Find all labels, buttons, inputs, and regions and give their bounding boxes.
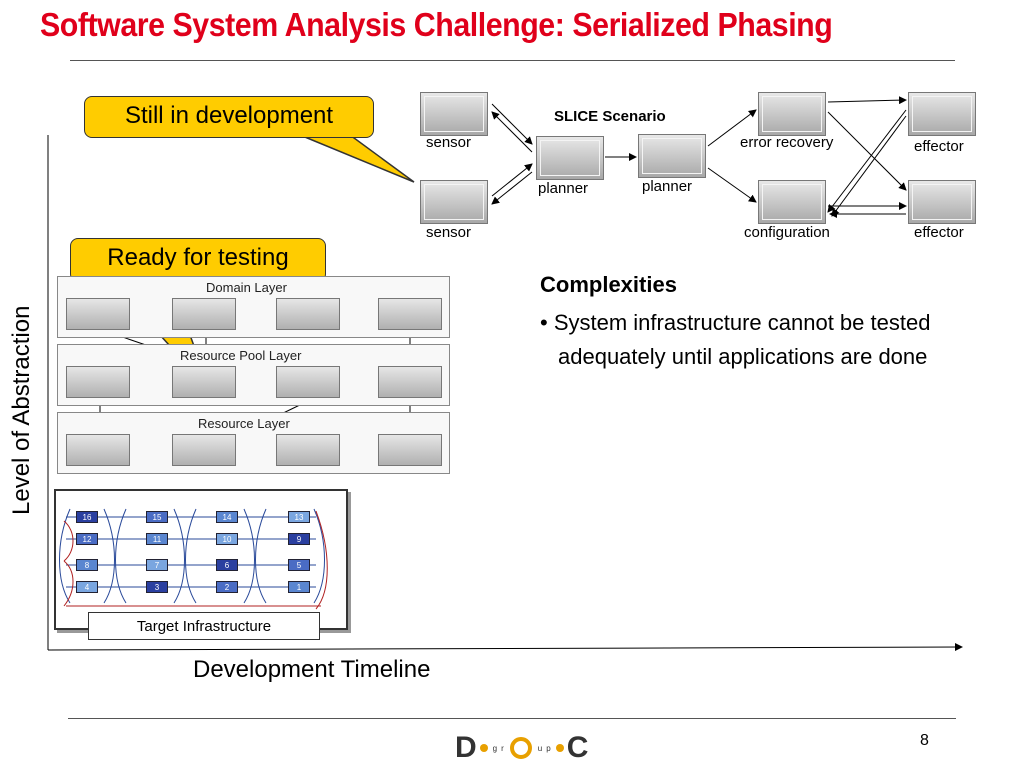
infrastructure-cell: 2 — [216, 581, 238, 593]
resource-layer-label: Resource Layer — [198, 416, 290, 431]
effector-top-node — [908, 92, 976, 136]
infrastructure-cell: 6 — [216, 559, 238, 571]
domain-layer-label: Domain Layer — [206, 280, 287, 295]
logo-letter-g: g — [492, 743, 498, 753]
infrastructure-cell: 3 — [146, 581, 168, 593]
complexities-section: Complexities • System infrastructure can… — [540, 272, 1010, 374]
y-axis-label: Level of Abstraction — [8, 305, 35, 515]
infrastructure-cell: 10 — [216, 533, 238, 545]
resource-pool-layer-label: Resource Pool Layer — [180, 348, 302, 363]
planner-1-node — [536, 136, 604, 180]
footer-rule — [68, 718, 956, 719]
page-number: 8 — [920, 732, 929, 749]
infrastructure-cell: 5 — [288, 559, 310, 571]
logo-dot-left — [479, 744, 488, 752]
infrastructure-cell: 8 — [76, 559, 98, 571]
logo-letter-r: r — [501, 743, 504, 753]
configuration-node — [758, 180, 826, 224]
logo-letter-p: p — [546, 743, 551, 753]
domain-node-4 — [378, 298, 442, 330]
callout-development-tail — [299, 134, 415, 183]
resource-layer: Resource Layer — [57, 412, 450, 474]
slice-scenario-title: SLICE Scenario — [554, 108, 666, 125]
infrastructure-cell: 13 — [288, 511, 310, 523]
domain-node-2 — [172, 298, 236, 330]
resource-node-2 — [172, 434, 236, 466]
infrastructure-cell: 4 — [76, 581, 98, 593]
title-rule — [70, 60, 955, 61]
target-infrastructure-label: Target Infrastructure — [88, 612, 320, 640]
sensor-bottom-label: sensor — [426, 224, 472, 241]
infrastructure-cell: 12 — [76, 533, 98, 545]
infrastructure-links — [59, 508, 328, 610]
effector-top-label: effector — [914, 138, 964, 155]
resource-node-1 — [66, 434, 130, 466]
logo-ring — [509, 737, 532, 759]
infrastructure-cell: 16 — [76, 511, 98, 523]
resource-node-3 — [276, 434, 340, 466]
infrastructure-cell: 9 — [288, 533, 310, 545]
logo-dot-right — [555, 744, 564, 752]
callout-still-in-development: Still in development — [84, 96, 374, 138]
resource-pool-node-1 — [66, 366, 130, 398]
infrastructure-cell: 15 — [146, 511, 168, 523]
planner-2-node — [638, 134, 706, 178]
effector-bottom-node — [908, 180, 976, 224]
sensor-bottom-node — [420, 180, 488, 224]
configuration-label: configuration — [744, 224, 830, 241]
logo-letter-u: u — [537, 743, 543, 753]
resource-pool-node-3 — [276, 366, 340, 398]
error-recovery-label: error recovery — [740, 134, 834, 151]
infrastructure-cell: 11 — [146, 533, 168, 545]
planner-1-label: planner — [538, 180, 589, 197]
domain-node-3 — [276, 298, 340, 330]
planner-2-label: planner — [642, 178, 693, 195]
x-axis-label: Development Timeline — [193, 656, 431, 683]
callout-ready-for-testing: Ready for testing — [70, 238, 326, 282]
logo-letter-c: C — [566, 731, 589, 764]
logo-letter-d: D — [455, 731, 477, 764]
domain-layer: Domain Layer — [57, 276, 450, 338]
target-infrastructure-panel: 16 12 8 4 15 11 7 3 14 10 6 2 13 9 5 1 — [54, 489, 348, 630]
error-recovery-node — [758, 92, 826, 136]
resource-pool-layer: Resource Pool Layer — [57, 344, 450, 406]
infrastructure-cell: 7 — [146, 559, 168, 571]
domain-node-1 — [66, 298, 130, 330]
complexities-bullet: • System infrastructure cannot be tested… — [540, 310, 931, 369]
resource-pool-node-4 — [378, 366, 442, 398]
doc-group-logo: D g r u p C — [455, 730, 588, 766]
complexities-heading: Complexities — [540, 272, 677, 297]
resource-node-4 — [378, 434, 442, 466]
slide-title: Software System Analysis Challenge: Seri… — [40, 6, 833, 43]
infrastructure-cell: 14 — [216, 511, 238, 523]
sensor-top-label: sensor — [426, 134, 472, 151]
effector-bottom-label: effector — [914, 224, 964, 241]
infrastructure-cell: 1 — [288, 581, 310, 593]
sensor-top-node — [420, 92, 488, 136]
resource-pool-node-2 — [172, 366, 236, 398]
